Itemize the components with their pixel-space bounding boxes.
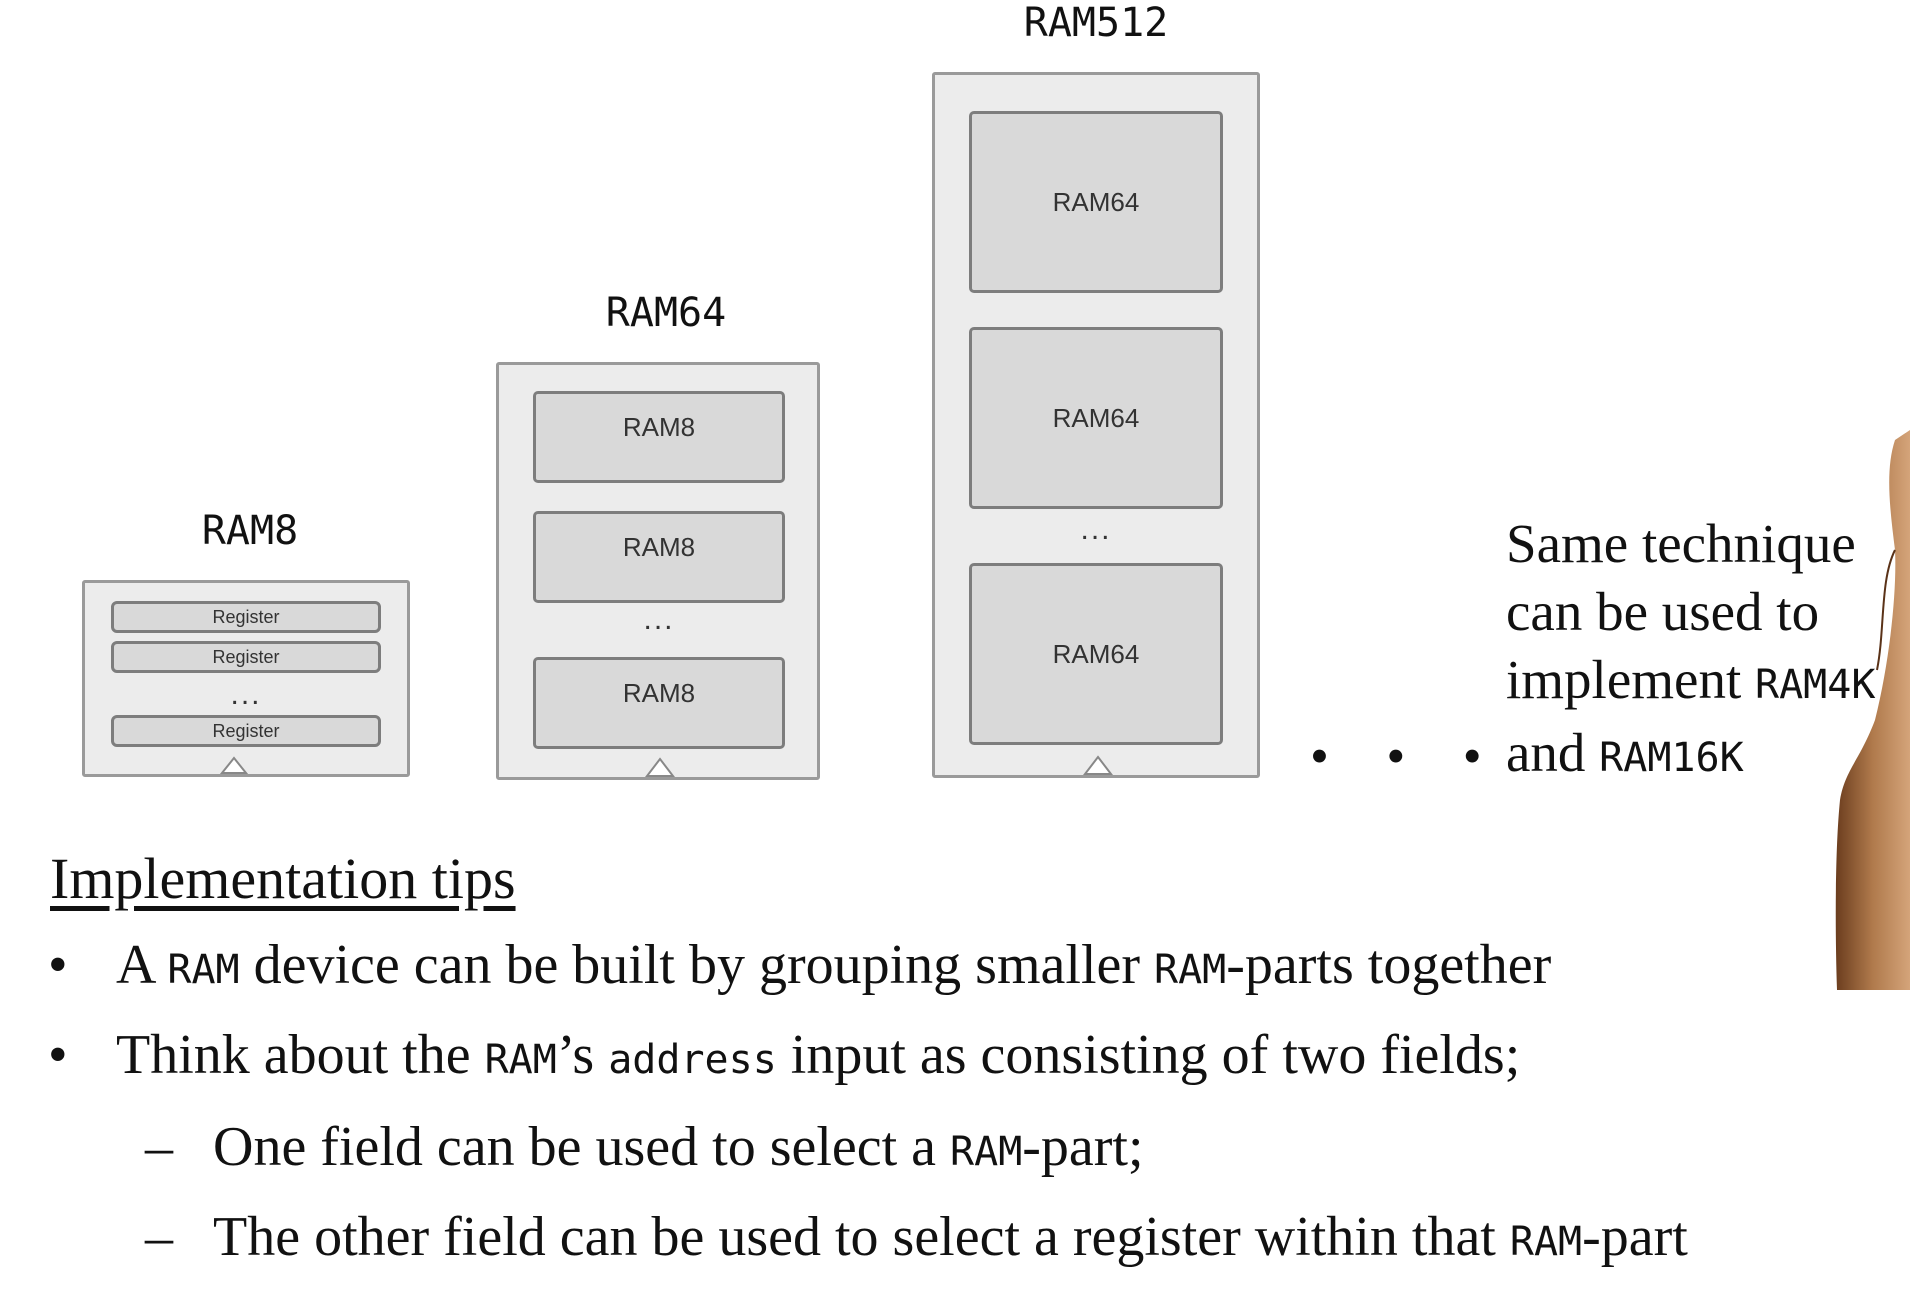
side-note-line-2: can be used to (1506, 581, 1820, 642)
code-ram16k: RAM16K (1599, 735, 1744, 781)
subtip-2-text-b: -part (1582, 1206, 1688, 1268)
ram8-register-3: Register (111, 715, 381, 747)
ram512-chip: RAM64 RAM64 ... RAM64 (932, 72, 1260, 778)
code-ram: RAM (167, 947, 240, 993)
continuation-ellipsis: • • • (1310, 726, 1504, 786)
ram512-title: RAM512 (1023, 0, 1169, 46)
ram64-ram8-part-3: RAM8 (533, 657, 785, 749)
dash-marker: – (145, 1206, 173, 1268)
tips-heading: Implementation tips (50, 846, 516, 911)
ram64-ellipsis: ... (643, 603, 675, 636)
ram8-register-1: Register (111, 601, 381, 633)
subtip-2-text-a: The other field can be used to select a … (213, 1206, 1510, 1268)
clock-triangle-icon (220, 756, 248, 774)
ram64-ram8-part-2: RAM8 (533, 511, 785, 603)
side-note-line-3: implement RAM4K (1506, 646, 1910, 719)
tip-subbullet-1: –One field can be used to select a RAM-p… (145, 1115, 1144, 1179)
ram512-ellipsis: ... (1080, 513, 1112, 546)
code-ram4k: RAM4K (1754, 662, 1876, 708)
code-ram: RAM (484, 1037, 557, 1083)
ram512-ram64-part-1: RAM64 (969, 111, 1223, 293)
tip-1-text-a: A (116, 934, 168, 996)
side-note-line-3-text: implement (1506, 649, 1755, 710)
tip-bullet-1: • A RAM device can be built by grouping s… (48, 933, 1551, 997)
bullet-marker: • (48, 1024, 68, 1086)
dash-marker: – (145, 1116, 173, 1178)
code-ram: RAM (950, 1129, 1023, 1175)
clock-triangle-icon (645, 757, 675, 777)
code-ram: RAM (1154, 947, 1227, 993)
tip-2-text-b: ’s (556, 1024, 609, 1086)
ram512-ram64-part-3: RAM64 (969, 563, 1223, 745)
tip-subbullet-2: –The other field can be used to select a… (145, 1205, 1688, 1269)
tip-2-text-c: input as consisting of two fields; (776, 1024, 1521, 1086)
tip-bullet-2: • Think about the RAM’s address input as … (48, 1023, 1520, 1087)
tip-1-text-c: -parts together (1226, 934, 1552, 996)
ram8-title: RAM8 (201, 508, 299, 554)
ram512-ram64-part-2: RAM64 (969, 327, 1223, 509)
tip-1-text-b: device can be built by grouping smaller (239, 934, 1155, 996)
side-note-line-1: Same technique (1506, 513, 1856, 574)
code-ram: RAM (1509, 1219, 1583, 1265)
side-note: Same technique can be used to implement … (1506, 510, 1910, 792)
presenter-hand-image (1835, 430, 1910, 990)
subtip-1-text-a: One field can be used to select a (213, 1116, 951, 1178)
subtip-1-text-b: -part; (1022, 1116, 1144, 1178)
ram8-chip: Register Register ... Register (82, 580, 410, 777)
ram64-ram8-part-1: RAM8 (533, 391, 785, 483)
bullet-marker: • (48, 934, 68, 996)
side-note-line-4-text: and (1506, 722, 1600, 783)
side-note-line-4: and RAM16K (1506, 719, 1910, 792)
ram8-register-2: Register (111, 641, 381, 673)
ram64-title: RAM64 (605, 290, 727, 336)
ram8-ellipsis: ... (230, 678, 262, 711)
code-address: address (608, 1037, 777, 1083)
clock-triangle-icon (1083, 755, 1113, 775)
tip-2-text-a: Think about the (116, 1024, 485, 1086)
ram64-chip: RAM8 RAM8 ... RAM8 (496, 362, 820, 780)
